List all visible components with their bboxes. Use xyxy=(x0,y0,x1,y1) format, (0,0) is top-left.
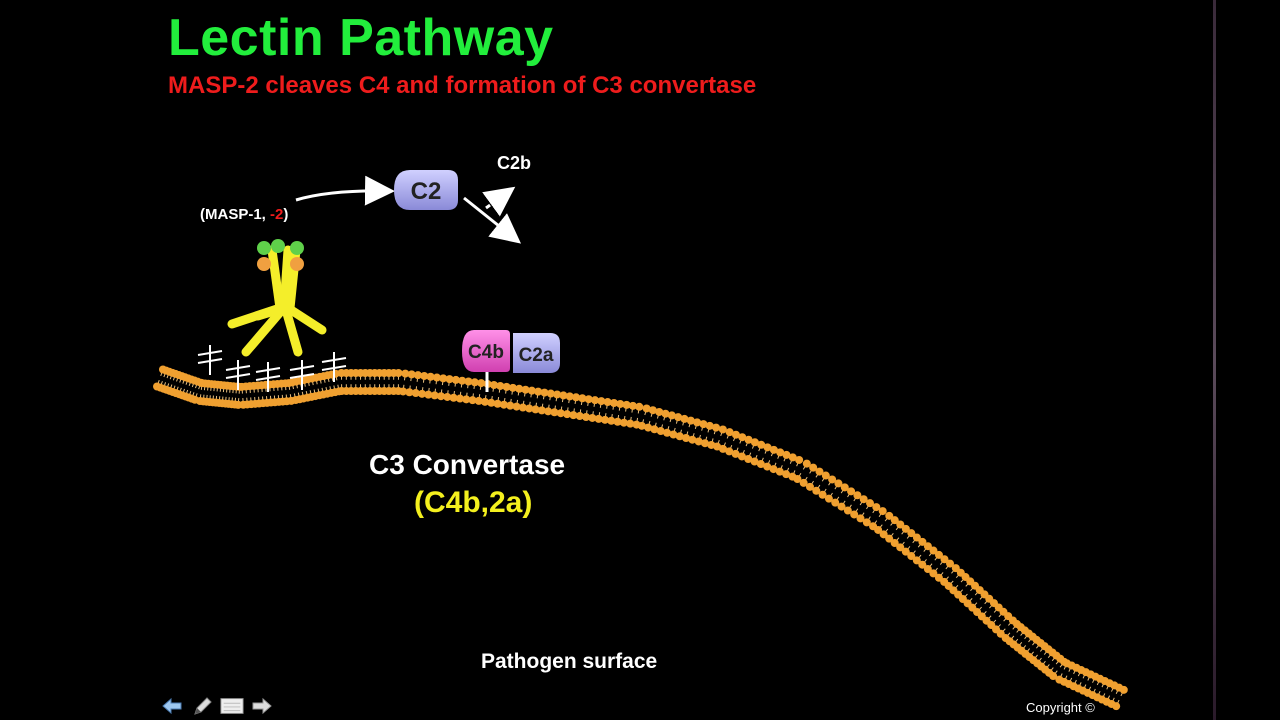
c2-cleavage-arrow xyxy=(463,196,522,244)
pathogen-surface-label: Pathogen surface xyxy=(481,650,658,673)
slide-sorter-icon[interactable] xyxy=(220,695,244,717)
c3-convertase-formula: (C4b,2a) xyxy=(414,486,533,519)
slideshow-toolbar xyxy=(160,695,274,717)
window-edge-divider xyxy=(1213,0,1216,720)
c2b-release-arrow xyxy=(482,186,516,217)
back-arrow-icon[interactable] xyxy=(160,695,184,717)
c2b-label: C2b xyxy=(497,153,532,173)
mbl-lectin-molecule xyxy=(227,239,327,357)
c2-label: C2 xyxy=(411,178,442,205)
slide-title: Lectin Pathway xyxy=(168,9,554,67)
c4b-molecule: C4b xyxy=(462,330,510,392)
carbohydrate-ligands xyxy=(197,345,347,392)
masp-to-c2-arrow xyxy=(295,175,395,206)
pen-icon[interactable] xyxy=(190,695,214,717)
copyright-notice: Copyright © xyxy=(1026,700,1095,715)
forward-arrow-icon[interactable] xyxy=(250,695,274,717)
c3-convertase-label: C3 Convertase xyxy=(369,449,566,480)
c2a-label: C2a xyxy=(519,345,554,366)
c2-molecule: C2 xyxy=(394,170,458,210)
c2a-molecule: C2a xyxy=(513,333,560,373)
c4b-label: C4b xyxy=(468,342,504,363)
pathogen-membrane xyxy=(153,365,1128,711)
masp-label: (MASP-1, -2) xyxy=(200,206,289,223)
slide-subtitle: MASP-2 cleaves C4 and formation of C3 co… xyxy=(168,72,757,99)
